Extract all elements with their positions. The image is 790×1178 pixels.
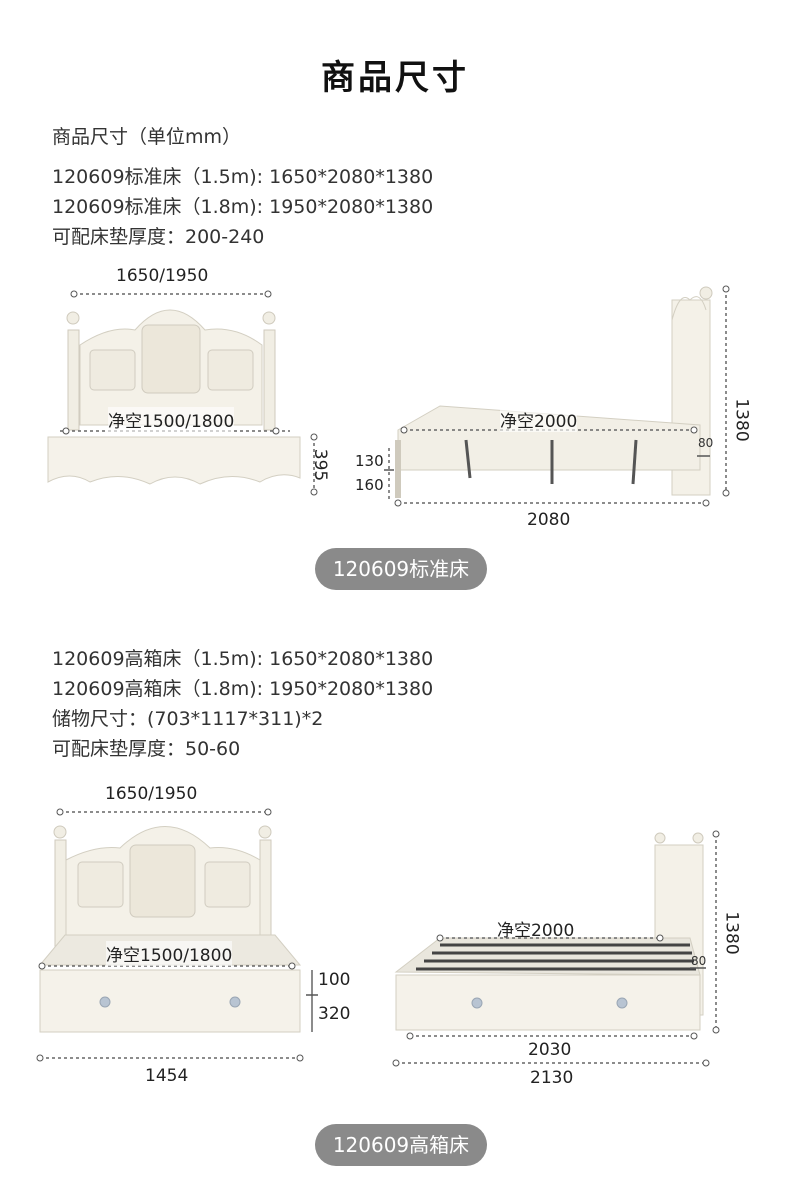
side-130-label: 130 [355,452,384,470]
spec-line: 120609标准床（1.5m): 1650*2080*1380 [52,166,434,188]
standard-bed-side-view [384,285,730,507]
front-clear-label: 净空1500/1800 [108,407,235,432]
side-outer-label: 2130 [530,1068,574,1088]
side-160-label: 160 [355,476,384,494]
front-bottom-label: 1454 [145,1066,189,1086]
side-inner-label: 2030 [528,1040,572,1060]
front-100-label: 100 [318,970,351,990]
spec-line: 120609高箱床（1.8m): 1950*2080*1380 [52,678,434,700]
high-box-bed-badge: 120609高箱床 [315,1124,487,1166]
side-height-label: 1380 [731,398,752,442]
standard-bed-front-view [47,290,318,496]
side-thick-label: 80 [691,954,707,968]
spec-line: 可配床垫厚度：200-240 [52,226,265,248]
high-box-bed-side-view [392,830,720,1067]
side-thick-label: 80 [698,436,714,450]
spec-line: 120609高箱床（1.5m): 1650*2080*1380 [52,648,434,670]
spec-line: 可配床垫厚度：50-60 [52,738,241,760]
spec-line: 储物尺寸：(703*1117*311)*2 [52,708,324,730]
front-320-label: 320 [318,1004,351,1024]
high-box-bed-front-view [36,808,318,1062]
side-clear-label: 净空2000 [500,407,578,432]
standard-bed-badge: 120609标准床 [315,548,487,590]
front-width-label: 1650/1950 [116,266,209,286]
page-title: 商品尺寸 [321,58,469,98]
side-clear-label: 净空2000 [497,921,575,941]
front-height-label: 395 [310,448,331,482]
side-length-label: 2080 [527,510,571,530]
front-clear-label: 净空1500/1800 [106,941,233,966]
spec-line: 120609标准床（1.8m): 1950*2080*1380 [52,196,434,218]
front-width-label: 1650/1950 [105,784,198,804]
side-height-label: 1380 [721,911,742,955]
spec-heading: 商品尺寸（单位mm） [52,126,242,148]
